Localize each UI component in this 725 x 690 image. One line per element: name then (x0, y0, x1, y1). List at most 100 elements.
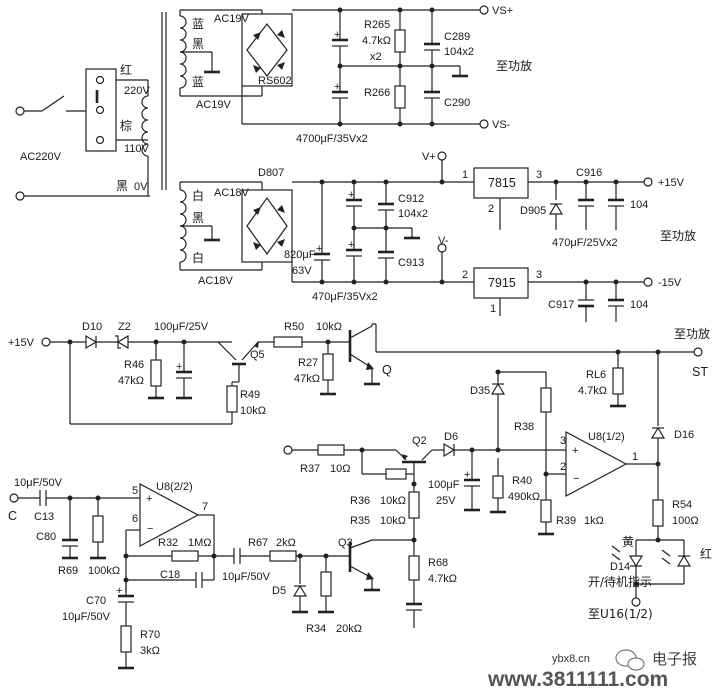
caps-470-35-label: 470μF/35Vx2 (312, 291, 378, 303)
r36-value: 10kΩ (380, 495, 406, 507)
r54-value: 100Ω (672, 515, 699, 527)
cap100-25-label: 100μF/25V (154, 321, 209, 333)
sec2-ac18-bottom: AC18V (198, 275, 234, 287)
sec2-ac18-top: AC18V (214, 187, 250, 199)
tap-110v: 110V (124, 143, 150, 155)
cap100-voltage: 25V (436, 495, 456, 507)
vminus-label: V- (438, 235, 449, 247)
led-standby-label: 开/待机指示 (588, 574, 652, 589)
u8a-label: U8(1/2) (588, 431, 625, 443)
sec2-black: 黑 (192, 211, 204, 225)
cap-plus-8: + (116, 585, 122, 597)
c289-value: 104x2 (444, 46, 474, 58)
u8b-plus: + (146, 493, 152, 505)
tap-black: 黑 (116, 179, 128, 193)
to-amp-2: 至功放 (660, 228, 696, 243)
r34-value: 20kΩ (336, 623, 362, 635)
r70-label: R70 (140, 629, 160, 641)
regulator-7815: 7815 1 2 3 D905 C916 104 470μF/25Vx2 +15… (462, 167, 696, 249)
pin2-7915: 2 (462, 269, 468, 281)
q5-label: Q5 (250, 349, 265, 361)
r67-label: R67 (248, 537, 268, 549)
r50-value: 10kΩ (316, 321, 342, 333)
rl6-label: RL6 (586, 369, 606, 381)
cap-plus-5: + (348, 239, 354, 251)
cap104-b: 104 (630, 299, 648, 311)
r37-label: R37 (300, 463, 320, 475)
mains-label: AC220V (20, 151, 62, 163)
u8a-minus: − (573, 473, 579, 485)
vs-minus-label: VS- (492, 119, 511, 131)
r67-value: 2kΩ (276, 537, 296, 549)
protection-top: +15V D10 Z2 100μF/25V R46 47kΩ + (8, 321, 710, 543)
u8b-pin5: 5 (132, 485, 138, 497)
q-label: Q (382, 363, 392, 377)
tap-0v: 0V (134, 181, 148, 193)
cap-10-50b-label: 10μF/50V (222, 571, 271, 583)
watermark-site: ybx8.cn (552, 653, 590, 665)
cap-plus-6: + (176, 361, 182, 373)
r27-value: 47kΩ (294, 373, 320, 385)
r265-label: R265 (364, 19, 390, 31)
sec1-blue-top: 蓝 (192, 17, 204, 31)
r46-value: 47kΩ (118, 375, 144, 387)
r46-label: R46 (124, 359, 144, 371)
sec2-white-bottom: 白 (192, 250, 204, 265)
q3-label: Q3 (338, 537, 353, 549)
c13-label: C13 (34, 511, 54, 523)
watermark-brand: 电子报 (652, 650, 697, 668)
u8a-pin1: 1 (632, 451, 638, 463)
bridge1-label: RS602 (258, 75, 292, 87)
pin1-7915: 1 (490, 303, 496, 315)
chat-bubble-icon (615, 649, 645, 671)
cap-plus-1: + (334, 29, 340, 41)
cap-plus-4: + (348, 189, 354, 201)
sec1-black: 黑 (192, 37, 204, 51)
c912-value: 104x2 (398, 208, 428, 220)
out-p15-label: +15V (658, 177, 685, 189)
c913-label: C913 (398, 257, 424, 269)
c18-label: C18 (160, 569, 180, 581)
c912-label: C912 (398, 193, 424, 205)
c70-label: C70 (86, 595, 106, 607)
rl6-value: 4.7kΩ (578, 385, 607, 397)
r35-label: R35 (350, 515, 370, 527)
sec1-ac19-bottom: AC19V (196, 99, 232, 111)
c80-label: C80 (36, 531, 56, 543)
detector-stage: R37 10Ω R36 10kΩ Q2 R35 10kΩ D6 + (283, 369, 661, 540)
led-indicator: 黄 红 D14 开/待机指示 至U16(1/2) (588, 535, 712, 621)
r70-value: 3kΩ (140, 645, 160, 657)
tap-220v: 220V (124, 85, 150, 97)
u8a-pin3: 3 (560, 435, 566, 447)
to-amp-1: 至功放 (496, 58, 532, 73)
r32-value: 1MΩ (188, 537, 212, 549)
pm15-filter: + + + 820μF 63V C912 104x2 C913 470μF/35… (284, 151, 449, 303)
r34-label: R34 (306, 623, 326, 635)
r49-value: 10kΩ (240, 405, 266, 417)
bridge2-label: D807 (258, 167, 284, 179)
cap104-a: 104 (630, 199, 648, 211)
d905-label: D905 (520, 205, 546, 217)
regulator-7915: 7915 2 1 3 C917 104 -15V (462, 267, 682, 322)
d10-label: D10 (82, 321, 102, 333)
mains-input: AC220V (15, 95, 150, 201)
pin3-7815: 3 (536, 169, 542, 181)
sec1-ac19-top: AC19V (214, 13, 250, 25)
u8b-label: U8(2/2) (156, 481, 193, 493)
led-red-label: 红 (700, 546, 712, 561)
pin1-7815: 1 (462, 169, 468, 181)
in-p15-label: +15V (8, 337, 35, 349)
u8a-pin2: 2 (560, 461, 566, 473)
c-input-label: C (8, 509, 17, 523)
d6-label: D6 (444, 431, 458, 443)
cap-plus-7: + (464, 469, 470, 481)
d5-label: D5 (272, 585, 286, 597)
r50-label: R50 (284, 321, 304, 333)
cap-plus-3: + (316, 243, 322, 255)
d14-label: D14 (610, 561, 630, 573)
to-amp-3: 至功放 (674, 326, 710, 341)
r266-label: R266 (364, 87, 390, 99)
watermark: ybx8.cn 电子报 www.3811111.com (487, 649, 697, 690)
sec2-white-top: 白 (192, 188, 204, 203)
